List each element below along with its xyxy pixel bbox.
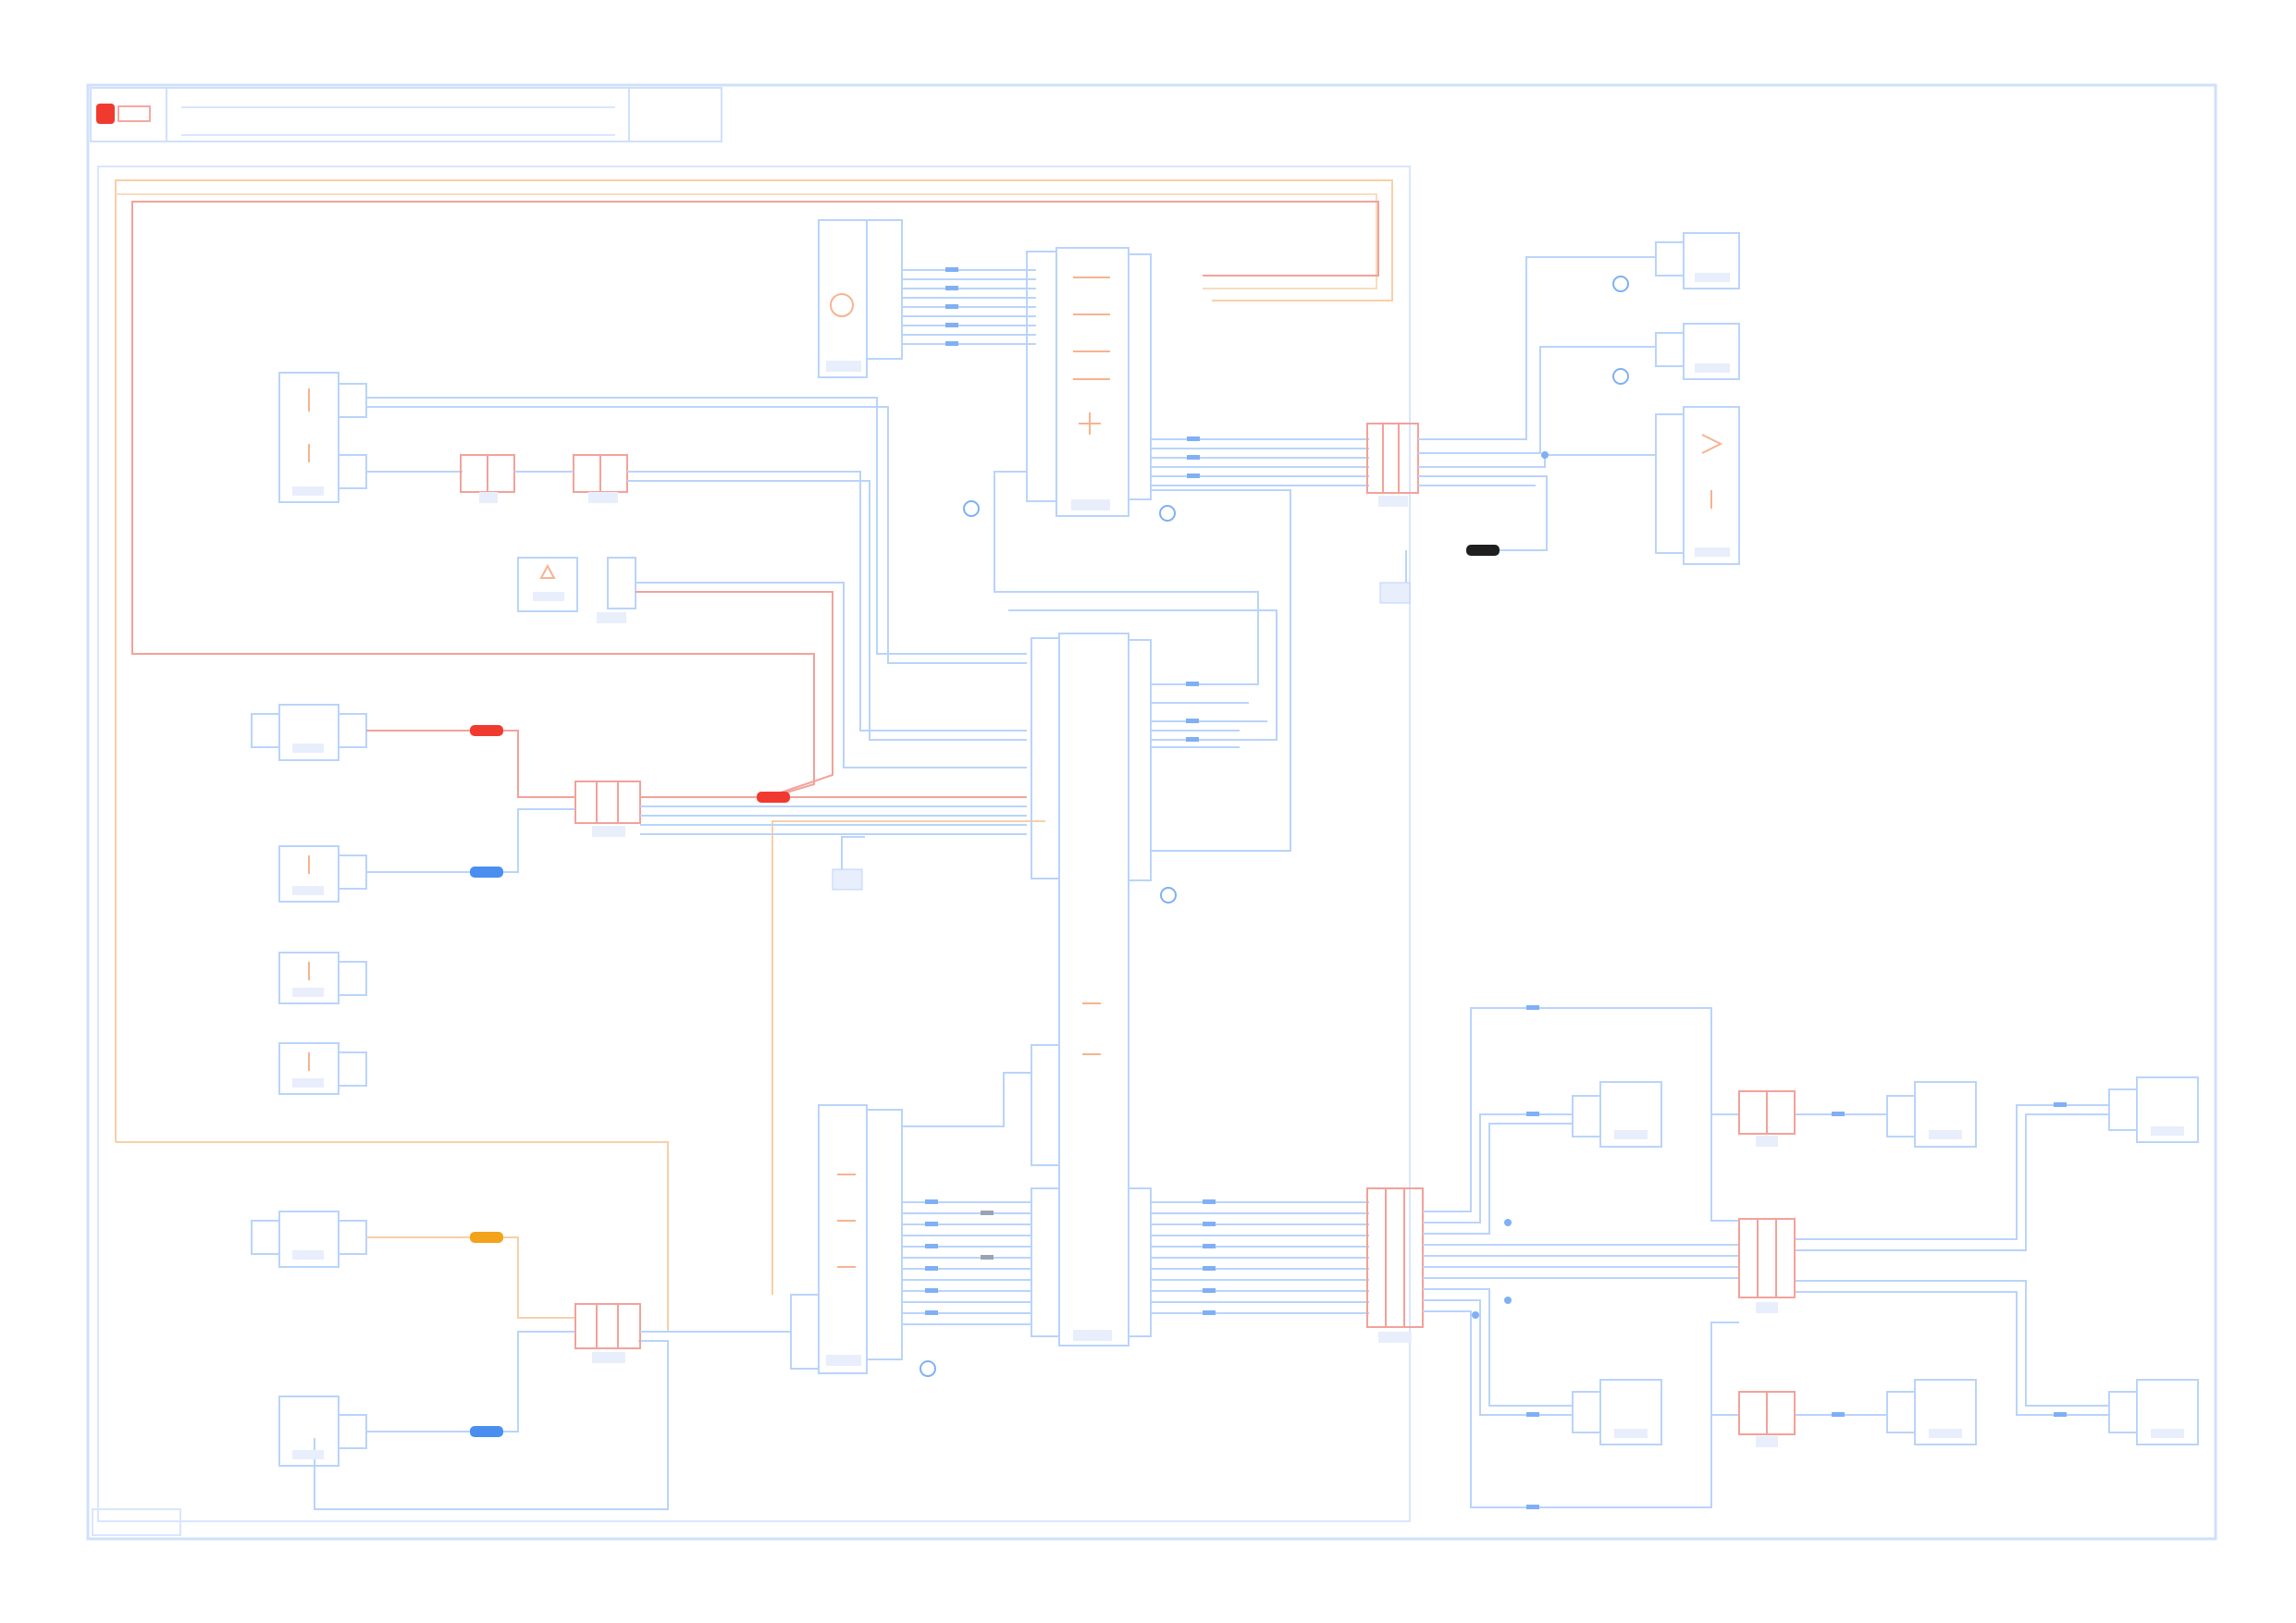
orange-vertical-wire <box>772 820 1045 1295</box>
junction-connector-j5 <box>1738 1391 1796 1447</box>
left-sensor-4 <box>251 704 367 761</box>
left-sensor-7 <box>278 1042 367 1095</box>
wheel-network-markers <box>1472 1005 2067 1509</box>
junction-connector-j3 <box>1738 1090 1796 1147</box>
connector-pair-1 <box>460 454 628 503</box>
left-sensor-3 <box>597 557 636 623</box>
connector-pair-3 <box>574 1303 641 1363</box>
upper-right-bus <box>1151 438 1369 486</box>
ground-tag <box>1379 582 1411 604</box>
sensor-1-wire-a <box>366 397 1027 655</box>
sensor-1-wire-b <box>366 406 1027 664</box>
inner-frame <box>97 166 1411 1522</box>
orange-fuse-wire <box>503 1236 575 1319</box>
orange-loop-wire <box>115 179 1393 1142</box>
left-sensor-8 <box>251 1211 367 1268</box>
orange-fuse <box>470 1232 503 1243</box>
wheel-sensor-6 <box>2108 1379 2199 1445</box>
red-fuse-1 <box>470 725 503 736</box>
drawing-frame <box>86 83 2217 1541</box>
left-sensor-2 <box>517 557 578 612</box>
small-tag-2 <box>832 836 865 891</box>
upper-right-bus-markers <box>1187 436 1200 478</box>
left-sensor-6 <box>278 952 367 1004</box>
central-right-markers <box>1186 682 1199 742</box>
red-loop-wire <box>131 201 1379 796</box>
connector-pair-1-wire-b <box>627 480 1027 741</box>
left-sensor-9 <box>278 1396 367 1467</box>
upper-module <box>818 219 903 378</box>
lower-module-top-wire <box>902 1072 1031 1127</box>
left-sensor-1 <box>278 372 367 503</box>
lower-module <box>790 1104 903 1374</box>
right-component-2 <box>1655 323 1740 380</box>
connector-pair-1-wire <box>514 471 1027 732</box>
blue-bottom-wire <box>314 1340 669 1510</box>
blue-fuse-1-wire <box>503 808 575 873</box>
right-component-3 <box>1655 406 1740 565</box>
junction-connector-j4 <box>1738 1218 1796 1313</box>
junction-connector-j1 <box>1366 423 1419 507</box>
wheel-sensor-3 <box>2108 1076 2199 1143</box>
lower-bus-left-markers <box>925 1199 994 1315</box>
blue-fuse-2 <box>470 1426 503 1437</box>
lower-bus-left <box>902 1201 1031 1325</box>
connector-pair-2-bus <box>640 805 1027 835</box>
lower-bus-right-markers <box>1203 1199 1216 1315</box>
right-component-1 <box>1655 232 1740 289</box>
junction-dot <box>1541 451 1549 459</box>
red-fuse-2 <box>757 792 790 803</box>
upper-bus-markers <box>945 267 958 346</box>
red-fuse-1-wire <box>503 730 575 798</box>
wheel-sensor-4 <box>1572 1379 1662 1445</box>
left-sensor-5 <box>278 845 367 903</box>
upper-right-module <box>1026 247 1152 517</box>
title-block <box>90 87 722 1536</box>
logo-mark <box>96 104 115 124</box>
sensor-3-wire-b <box>636 582 1027 768</box>
right-upper-wires <box>1395 256 1656 593</box>
connector-pair-2 <box>574 781 641 837</box>
central-right-wires <box>994 471 1291 852</box>
wheel-sensor-5 <box>1886 1379 1977 1445</box>
black-fuse <box>1466 545 1500 556</box>
wheel-sensor-2 <box>1886 1081 1977 1148</box>
shield-circles <box>920 276 1629 1377</box>
blue-fuse-1 <box>470 867 503 878</box>
orange-wire-upper <box>116 193 1377 289</box>
upper-bus-lines <box>902 269 1036 345</box>
junction-connector-j2 <box>1366 1187 1424 1343</box>
wheel-sensor-1 <box>1572 1081 1662 1148</box>
sensor-3-wire <box>636 591 833 796</box>
central-module <box>1031 633 1152 1346</box>
blue-fuse-2-wire <box>503 1331 575 1432</box>
lower-bus-right <box>1151 1201 1369 1314</box>
